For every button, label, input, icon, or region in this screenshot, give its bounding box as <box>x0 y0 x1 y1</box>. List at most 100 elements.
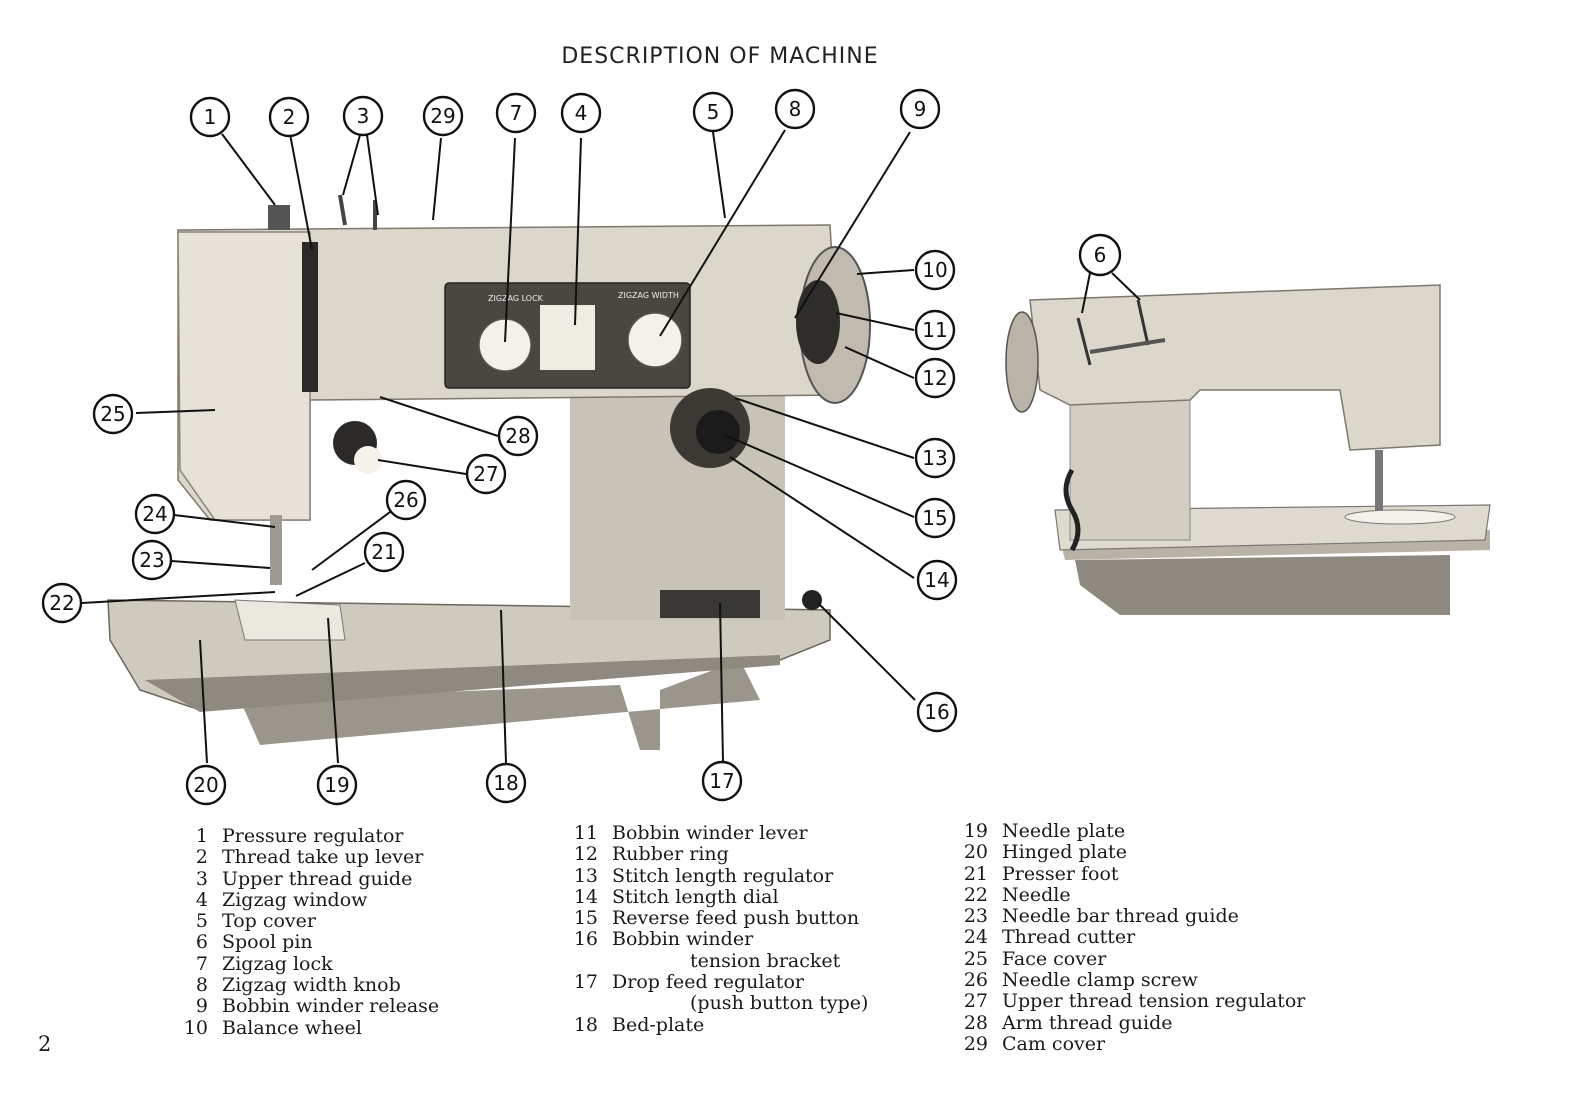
callout-circle-20 <box>185 764 227 806</box>
legend-item: 14 Stitch length dial <box>570 885 868 908</box>
legend-item-label: Top cover <box>222 910 316 933</box>
callout-circle-11 <box>914 309 956 351</box>
legend-item-number: 28 <box>963 1011 988 1034</box>
legend-item-label: Spool pin <box>222 931 313 954</box>
legend-item-label: Needle plate <box>1002 820 1126 842</box>
legend-item: tension bracket <box>570 950 868 972</box>
callout-number-6: 6 <box>1094 243 1107 267</box>
callout-number-28: 28 <box>505 424 530 448</box>
legend-item-label: Zigzag lock <box>222 952 333 975</box>
callout-number-11: 11 <box>922 318 947 342</box>
legend-item: 9 Bobbin winder release <box>180 996 439 1017</box>
legend-item-number: 10 <box>183 1016 208 1039</box>
legend-item-number: 12 <box>573 843 598 866</box>
callout-number-7: 7 <box>510 101 523 125</box>
callout-number-1: 1 <box>204 105 217 129</box>
legend-item-number: 17 <box>573 971 598 994</box>
legend-item-number: 21 <box>963 862 988 885</box>
page-title: DESCRIPTION OF MACHINE <box>561 44 879 69</box>
callout-number-2: 2 <box>283 105 296 129</box>
legend-item-number: 1 <box>195 825 208 847</box>
legend-item-number: 29 <box>963 1032 988 1055</box>
legend-item-label: Rubber ring <box>612 843 729 866</box>
legend-item: 10 Balance wheel <box>180 1016 439 1039</box>
legend-item-number: 5 <box>195 910 208 933</box>
legend-item-number: 9 <box>195 995 208 1018</box>
callout-circle-1 <box>189 96 231 138</box>
legend-item-label: Bed-plate <box>612 1013 705 1036</box>
legend-column-3: 19 Needle plate 20 Hinged plate 21 Presser fo… <box>960 820 1306 1055</box>
legend-item-label: Balance wheel <box>222 1016 362 1039</box>
side-machine-illustration <box>1005 284 1491 615</box>
legend-item: 2 Thread take up lever <box>180 847 439 868</box>
callout-circle-23 <box>131 539 173 581</box>
legend-item-label: Presser foot <box>1002 862 1119 885</box>
legend-item-label: Cam cover <box>1002 1032 1106 1055</box>
legend-item-label: Upper thread guide <box>222 867 413 890</box>
callout-number-5: 5 <box>707 100 720 124</box>
callout-number-9: 9 <box>914 97 927 121</box>
legend-item-label: Stitch length dial <box>612 885 779 908</box>
legend-item: 12 Rubber ring <box>570 844 868 865</box>
callout-number-12: 12 <box>922 366 947 390</box>
legend-item-number: 26 <box>963 969 988 992</box>
legend-item-label: Needle bar thread guide <box>1002 905 1239 928</box>
callout-number-19: 19 <box>324 773 349 797</box>
legend-item-label: Stitch length regulator <box>612 864 834 887</box>
callout-circle-24 <box>134 493 176 535</box>
callout-number-13: 13 <box>922 446 947 470</box>
callout-circle-14 <box>916 559 958 601</box>
legend-item-number: 2 <box>195 846 208 869</box>
legend-item: 18 Bed-plate <box>570 1013 868 1036</box>
callout-circle-10 <box>914 249 956 291</box>
legend-item-number: 25 <box>963 947 988 970</box>
callout-circle-15 <box>914 497 956 539</box>
callout-number-24: 24 <box>142 502 167 526</box>
callout-circle-22 <box>41 582 83 624</box>
legend-item-number: 20 <box>963 841 988 864</box>
legend-item-number: 3 <box>195 867 208 890</box>
legend-item-label: Upper thread tension regulator <box>1002 990 1306 1013</box>
callout-circle-9 <box>899 88 941 130</box>
callout-circle-29 <box>422 95 464 137</box>
callout-circle-21 <box>363 531 405 573</box>
legend-item-label: Arm thread guide <box>1002 1011 1173 1034</box>
callout-number-20: 20 <box>193 773 218 797</box>
legend-item: 20 Hinged plate <box>960 842 1305 863</box>
legend-item-label: Thread take up lever <box>222 846 424 869</box>
legend-item-label: Hinged plate <box>1002 841 1127 864</box>
callout-circle-4 <box>560 92 602 134</box>
legend-item-label: Bobbin winder lever <box>612 822 808 844</box>
legend-item: 21 Presser foot <box>960 862 1305 885</box>
callout-number-16: 16 <box>924 700 949 724</box>
callout-circle-27 <box>465 453 507 495</box>
legend-item-number: 18 <box>573 1013 598 1036</box>
callout-circle-6 <box>1078 233 1122 277</box>
legend-item-number: 27 <box>963 990 988 1013</box>
callout-circle-16 <box>916 691 958 733</box>
legend-item: 28 Arm thread guide <box>960 1011 1305 1034</box>
callout-circle-17 <box>701 760 743 802</box>
legend-item-number: 7 <box>195 952 208 975</box>
callout-number-29: 29 <box>430 104 455 128</box>
main-machine-illustration: ZIGZAG LOCK ZIGZAG WIDTH <box>107 194 871 750</box>
legend-item-number: 14 <box>573 885 598 908</box>
legend-item-number: 22 <box>963 883 988 906</box>
callout-circle-18 <box>485 762 527 804</box>
legend-item-label: Bobbin winder release <box>222 995 440 1018</box>
page-number: 2 <box>38 1032 52 1056</box>
legend-item-number: 19 <box>963 820 988 842</box>
